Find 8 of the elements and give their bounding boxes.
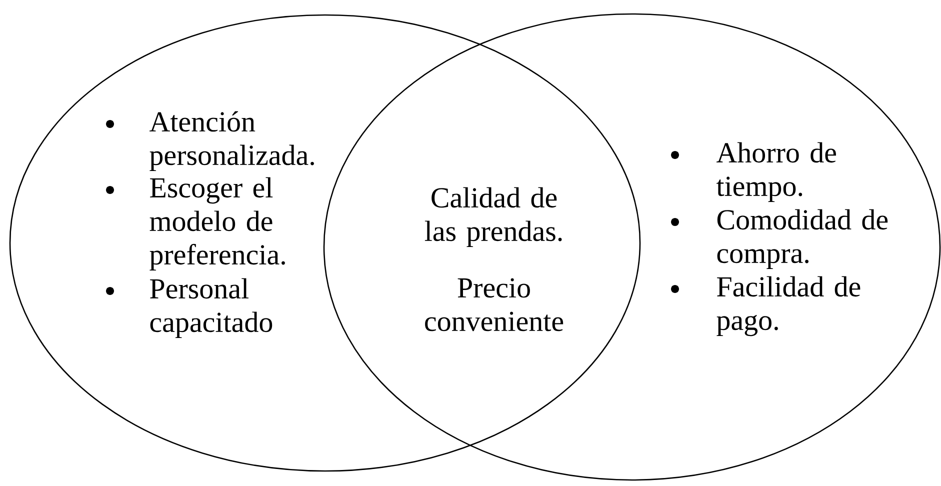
bullet-item: Ahorro de tiempo. — [671, 142, 836, 202]
overlap-text: Precio conveniente — [425, 278, 564, 332]
bullet-item: Escoger el modelo de preferencia. — [106, 177, 285, 270]
overlap-text: Calidad de las prendas. — [424, 187, 562, 247]
bullet-item: Atención personalizada. — [106, 111, 314, 172]
bullet-item: Facilidad de pago. — [671, 276, 860, 336]
bullet-item: Comodidad de compra. — [671, 209, 888, 269]
bullet-item: Personal capacitado — [106, 278, 272, 338]
